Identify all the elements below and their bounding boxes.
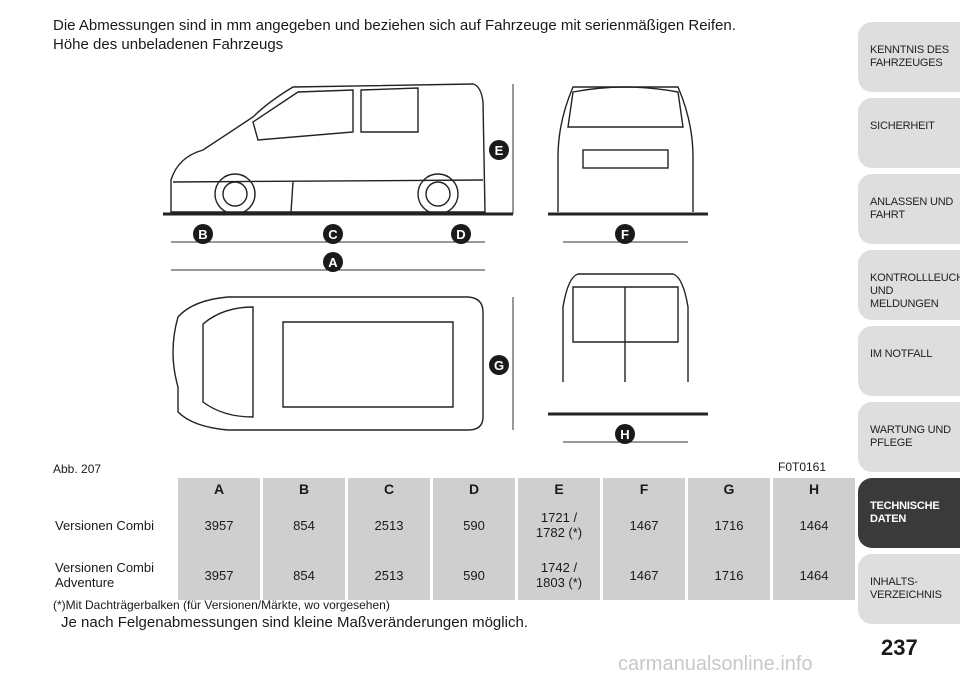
marker-b: B: [193, 224, 213, 244]
svg-text:A: A: [328, 255, 338, 270]
table-cell: 3957: [178, 500, 262, 550]
table-header-cell: C: [345, 478, 432, 500]
table-cell: 1467: [600, 550, 687, 600]
intro-line-2: Höhe des unbeladenen Fahrzeugs: [53, 36, 284, 53]
svg-text:H: H: [620, 427, 629, 442]
marker-a: A: [323, 252, 343, 272]
table-cell: 1467: [600, 500, 687, 550]
svg-text:B: B: [198, 227, 207, 242]
table-header-cell: G: [685, 478, 772, 500]
table-header-cell: H: [770, 478, 855, 500]
table-cell: 590: [430, 500, 517, 550]
table-header-row: A B C D E F G H: [53, 478, 855, 500]
page-number: 237: [881, 635, 918, 660]
table-cell: 1721 /1782 (*): [515, 500, 602, 550]
tab-im-notfall[interactable]: IM NOTFALL: [858, 326, 960, 396]
dimensions-table: A B C D E F G H Versionen Combi 3957 854…: [53, 478, 855, 600]
table-cell: 1716: [685, 500, 772, 550]
table-header-cell: F: [600, 478, 687, 500]
marker-g: G: [489, 355, 509, 375]
table-cell: 854: [260, 550, 347, 600]
table-header-cell: E: [515, 478, 602, 500]
vehicle-dimension-figure: B C D A E F G H: [163, 83, 708, 444]
table-cell: 2513: [345, 550, 432, 600]
svg-text:G: G: [494, 358, 504, 373]
table-cell: 1742 /1803 (*): [515, 550, 602, 600]
svg-text:D: D: [456, 227, 465, 242]
watermark: carmanualsonline.info: [618, 653, 813, 675]
table-cell: 590: [430, 550, 517, 600]
svg-text:F: F: [621, 227, 629, 242]
table-cell: 854: [260, 500, 347, 550]
table-cell: 1464: [770, 500, 855, 550]
figure-code: F0T0161: [778, 460, 827, 474]
table-header-cell: D: [430, 478, 517, 500]
svg-text:E: E: [495, 143, 504, 158]
dimension-markers: B C D A E F G H: [193, 140, 635, 444]
table-header-blank: [53, 478, 178, 500]
table-cell: 2513: [345, 500, 432, 550]
row-label: Versionen Combi: [53, 500, 178, 550]
top-view-van: [172, 296, 484, 431]
front-view-van: [548, 86, 708, 216]
side-view-van: [163, 83, 513, 216]
footnote: (*)Mit Dachträgerbalken (für Versionen/M…: [53, 598, 390, 612]
table-cell: 1716: [685, 550, 772, 600]
marker-e: E: [489, 140, 509, 160]
marker-d: D: [451, 224, 471, 244]
table-cell: 1464: [770, 550, 855, 600]
marker-f: F: [615, 224, 635, 244]
table-cell: 3957: [178, 550, 262, 600]
tab-inhaltsverzeichnis[interactable]: INHALTS-VERZEICHNIS: [858, 554, 960, 624]
tab-kontrollleuchten[interactable]: KONTROLLLEUCHTENUND MELDUNGEN: [858, 250, 960, 320]
size-variation-note: Je nach Felgenabmessungen sind kleine Ma…: [61, 614, 528, 631]
svg-text:C: C: [328, 227, 338, 242]
rear-view-van: [548, 273, 708, 416]
figure-label: Abb. 207: [53, 462, 102, 476]
tab-sicherheit[interactable]: SICHERHEIT: [858, 98, 960, 168]
marker-h: H: [615, 424, 635, 444]
table-header-cell: B: [260, 478, 347, 500]
intro-text: Die Abmessungen sind in mm angegeben und…: [53, 16, 736, 54]
intro-line-1: Die Abmessungen sind in mm angegeben und…: [53, 17, 736, 34]
marker-c: C: [323, 224, 343, 244]
table-header-cell: A: [178, 478, 262, 500]
dimension-lines: [171, 84, 688, 443]
table-row: Versionen Combi 3957 854 2513 590 1721 /…: [53, 500, 855, 550]
